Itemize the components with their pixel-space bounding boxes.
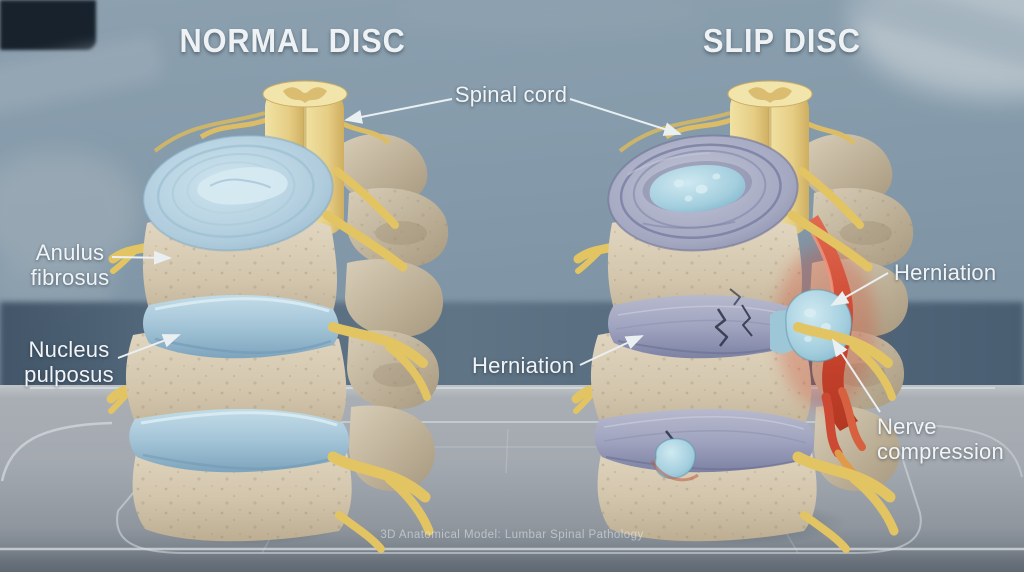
herniated-spine-model [570,75,950,555]
normal-spine-model [105,75,475,555]
label-nucleus-pulposus: Nucleus pulposus [24,337,114,388]
nucleus-disc-band-lower [129,408,349,473]
title-normal-disc: NORMAL DISC [179,22,406,59]
label-anulus-fibrosus: Anulus fibrosus [30,240,110,291]
caption-text: 3D Anatomical Model: Lumbar Spinal Patho… [380,529,644,541]
herniated-disc-band-lower [594,408,814,482]
label-herniation-upper: Herniation [894,260,997,285]
background-monitor-shape [0,0,96,50]
herniated-disc-band-upper [608,288,853,363]
title-slip-disc: SLIP DISC [703,22,861,59]
disc-top-surface [142,134,334,252]
vertebral-bodies [591,217,817,541]
nucleus-disc-band-upper [143,294,339,359]
lower-herniation-bulge [654,437,696,479]
label-nerve-compression: Nerve compression [877,414,1004,465]
label-spinal-cord: Spinal cord [454,82,568,107]
vertebral-bodies [126,217,352,541]
degenerated-disc-top-surface [607,134,799,252]
label-herniation-lower: Herniation [472,353,575,378]
background-blur-shape [396,0,706,34]
